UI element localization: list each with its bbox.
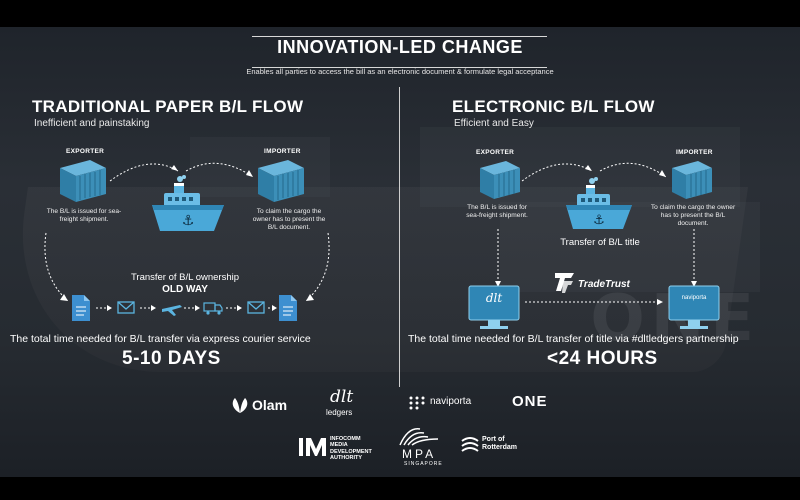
plane-icon: [162, 305, 182, 316]
container-icon: [480, 161, 520, 199]
document-icon: [279, 295, 297, 321]
traditional-exporter-note: The B/L is issued for sea-freight shipme…: [46, 208, 122, 223]
traditional-importer-label: IMPORTER: [264, 148, 301, 155]
traditional-exporter-label: EXPORTER: [66, 148, 105, 155]
background-container-stack: [500, 202, 760, 292]
traditional-method-label: OLD WAY: [162, 284, 208, 295]
electronic-total-text: The total time needed for B/L transfer o…: [408, 333, 739, 345]
imda-line: AUTHORITY: [330, 454, 363, 461]
envelope-icon: [247, 301, 265, 314]
electronic-title: ELECTRONIC B/L FLOW: [452, 97, 655, 116]
flow-arrow: [44, 232, 69, 302]
title-frame: [252, 36, 547, 68]
infographic-panel: ONE INNOVATION-LED CHANGE Enables all pa…: [0, 27, 800, 477]
svg-text:⚓: ⚓: [182, 213, 195, 229]
container-icon: [672, 161, 712, 199]
electronic-transfer-label: Transfer of B/L title: [560, 237, 640, 248]
mpa-logo-icon: [399, 428, 439, 446]
electronic-duration: <24 HOURS: [547, 348, 658, 369]
electronic-importer-label: IMPORTER: [676, 149, 713, 156]
electronic-importer-note: To claim the cargo the owner has to pres…: [650, 204, 736, 227]
electronic-subtitle: Efficient and Easy: [454, 118, 534, 129]
traditional-total-text: The total time needed for B/L transfer v…: [10, 333, 311, 345]
naviporta-logo-icon: [409, 396, 425, 410]
section-divider: [399, 87, 400, 387]
dlt-logo-subtext: ledgers: [326, 408, 353, 417]
olam-logo-icon: [232, 398, 248, 413]
rotterdam-line: Port of: [482, 436, 505, 443]
naviporta-logo-text: naviporta: [430, 396, 472, 407]
truck-icon: [203, 302, 223, 315]
tradetrust-label: TradeTrust: [578, 279, 630, 290]
flow-arrow: [521, 162, 667, 182]
monitor-icon: [668, 285, 720, 329]
svg-text:⚓: ⚓: [593, 213, 605, 228]
port-of-rotterdam-logo-text: Port of Rotterdam: [482, 436, 517, 453]
traditional-importer-note: To claim the cargo the owner has to pres…: [252, 208, 326, 231]
transfer-arrow: [525, 299, 663, 305]
dlt-logo-text: dlt: [330, 387, 354, 407]
container-icon: [60, 160, 106, 202]
mpa-logo-subtext: SINGAPORE: [404, 461, 443, 467]
imda-line: MEDIA: [330, 442, 348, 449]
flow-arrow: [305, 232, 330, 302]
traditional-subtitle: Inefficient and painstaking: [34, 118, 150, 129]
courier-chain: [72, 295, 297, 321]
tradetrust-logo-icon: [555, 273, 574, 293]
envelope-icon: [117, 301, 135, 314]
monitor-right-label: naviporta: [681, 295, 707, 301]
container-icon: [258, 160, 304, 202]
ship-icon: ⚓: [152, 175, 224, 231]
monitor-icon: [468, 285, 520, 329]
one-logo-text: ONE: [512, 393, 548, 410]
rotterdam-line: Rotterdam: [482, 444, 518, 452]
port-of-rotterdam-logo-icon: [461, 437, 479, 452]
mpa-logo-text: MPA: [402, 447, 437, 461]
imda-logo-text: INFOCOMM MEDIA DEVELOPMENT AUTHORITY: [330, 436, 372, 461]
flow-arrow: [691, 229, 697, 287]
electronic-exporter-note: The B/L is issued for sea-freight shipme…: [466, 204, 528, 219]
imda-logo-icon: [299, 438, 326, 456]
monitor-left-label: dlt: [485, 291, 503, 305]
document-icon: [72, 295, 90, 321]
traditional-transfer-label: Transfer of B/L ownership: [130, 272, 240, 283]
page-title: INNOVATION-LED CHANGE: [277, 37, 523, 57]
olam-logo-text: Olam: [252, 397, 288, 413]
electronic-exporter-label: EXPORTER: [476, 149, 515, 156]
ship-icon: ⚓: [566, 177, 632, 229]
traditional-duration: 5-10 DAYS: [122, 348, 221, 369]
flow-arrow: [109, 162, 254, 182]
traditional-title: TRADITIONAL PAPER B/L FLOW: [32, 97, 304, 116]
imda-line: DEVELOPMENT: [330, 448, 372, 455]
flow-arrow: [495, 229, 501, 287]
imda-line: INFOCOMM: [330, 436, 361, 442]
page-subtitle: Enables all parties to access the bill a…: [246, 67, 554, 76]
